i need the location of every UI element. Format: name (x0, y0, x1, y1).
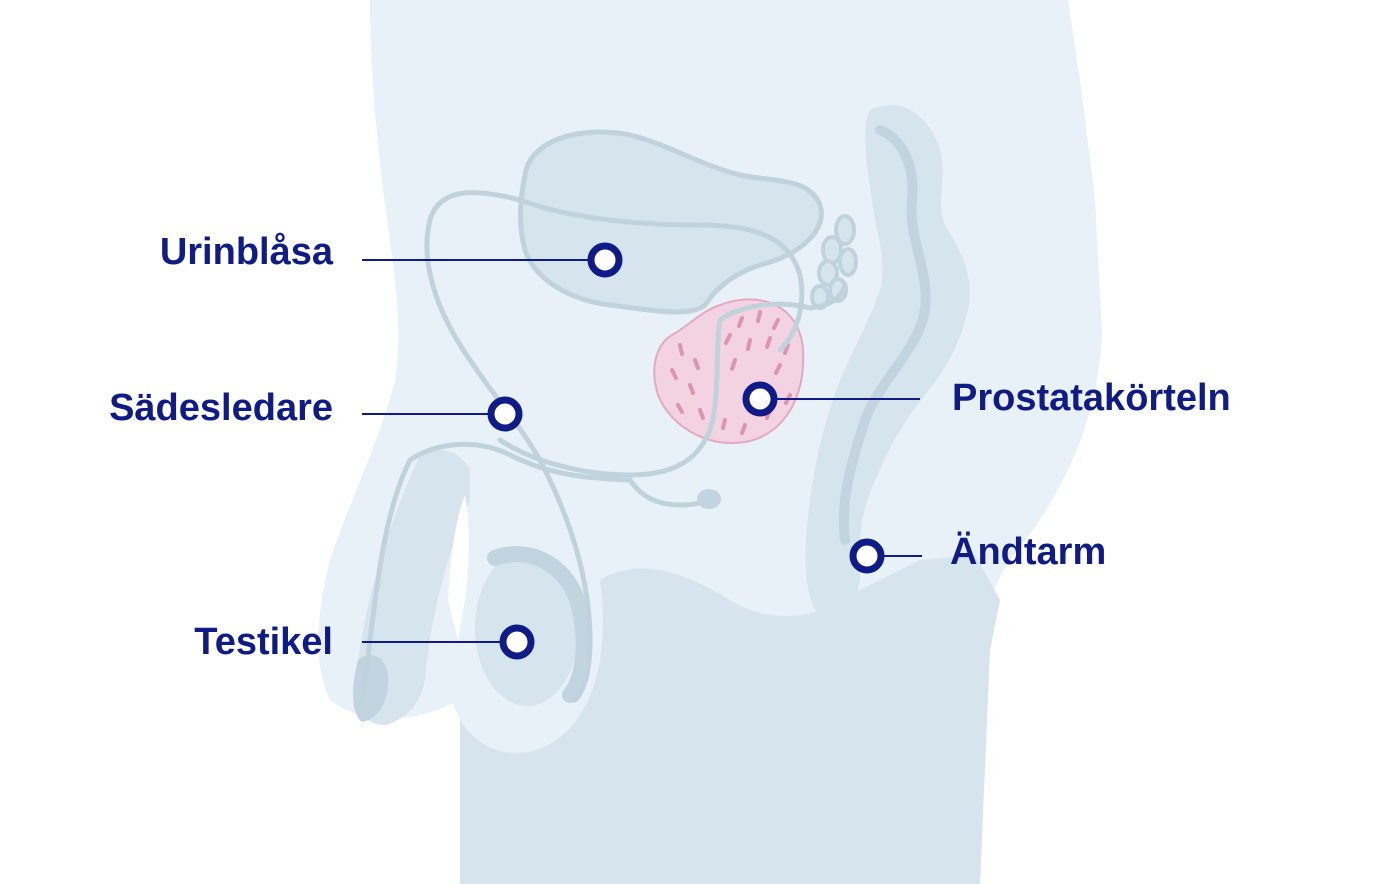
rectum-inner (838, 125, 931, 545)
epididymis (487, 546, 592, 703)
leader-lines (362, 259, 922, 643)
label-bladder: Urinblåsa (160, 231, 334, 273)
white-gap (448, 495, 469, 640)
penis-shape (355, 450, 470, 725)
glans-shape (353, 655, 389, 722)
ring-marker-icon[interactable] (742, 381, 778, 417)
label-prostate: Prostatakörteln (952, 377, 1231, 419)
ring-marker-icon[interactable] (849, 538, 885, 574)
markers (487, 242, 885, 660)
seminal-vesicle (810, 214, 858, 310)
ring-marker-icon[interactable] (499, 624, 535, 660)
prostate-texture (670, 310, 792, 435)
duct-bulb (697, 489, 721, 509)
label-vas-deferens: Sädesledare (109, 387, 333, 429)
ring-marker-icon[interactable] (487, 396, 523, 432)
label-testicle: Testikel (194, 621, 333, 663)
ring-marker-icon[interactable] (587, 242, 623, 278)
label-rectum: Ändtarm (950, 530, 1106, 573)
